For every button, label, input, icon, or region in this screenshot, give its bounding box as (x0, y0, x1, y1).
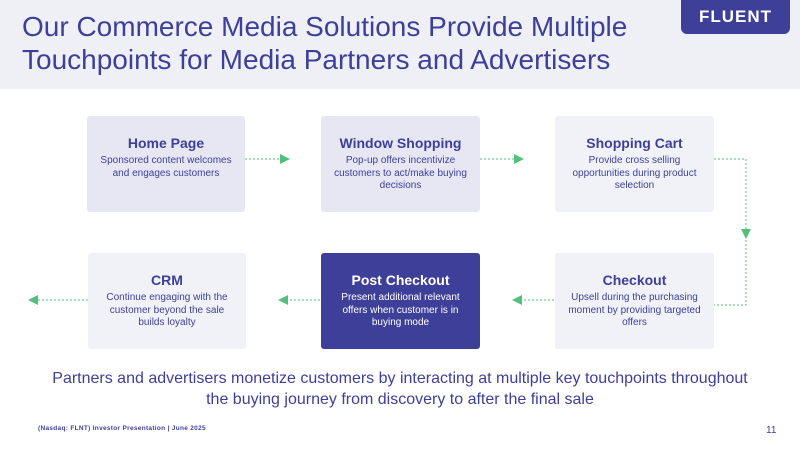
step-description: Sponsored content welcomes and engages c… (100, 155, 232, 179)
arrow-down-icon (741, 229, 751, 239)
step-title: Post Checkout (351, 272, 450, 288)
arrow-right-icon (514, 154, 524, 164)
header-band (0, 0, 800, 89)
step-description: Pop-up offers incentivize customers to a… (334, 155, 467, 191)
step-home-page: Home Page Sponsored content welcomes and… (87, 116, 245, 212)
arrow-right-icon (280, 154, 290, 164)
arrow-left-icon (28, 295, 38, 305)
page-number: 11 (766, 425, 777, 436)
step-checkout: Checkout Upsell during the purchasing mo… (555, 253, 714, 349)
step-title: Shopping Cart (586, 135, 683, 151)
page-title: Our Commerce Media Solutions Provide Mul… (22, 11, 628, 75)
arrow-left-icon (278, 295, 288, 305)
summary-text: Partners and advertisers monetize custom… (52, 370, 748, 408)
step-description: Upsell during the purchasing moment by p… (568, 292, 701, 328)
step-post-checkout: Post Checkout Present additional relevan… (321, 253, 480, 349)
step-title: Home Page (127, 135, 205, 151)
step-window-shopping: Window Shopping Pop-up offers incentiviz… (321, 116, 480, 212)
footer-text: (Nasdaq: FLNT) Investor Presentation | J… (38, 425, 206, 432)
step-description: Present additional relevant offers when … (341, 292, 460, 328)
step-description: Continue engaging with the customer beyo… (106, 292, 228, 328)
arrow-left-icon (512, 295, 522, 305)
fluent-logo: FLUENT (681, 0, 790, 34)
step-title: Window Shopping (339, 135, 462, 151)
connector-cart-checkout (714, 158, 747, 230)
step-crm: CRM Continue engaging with the customer … (88, 253, 246, 349)
step-title: CRM (151, 272, 183, 288)
step-description: Provide cross selling opportunities duri… (572, 155, 697, 191)
connector-checkout-right (714, 240, 747, 306)
step-shopping-cart: Shopping Cart Provide cross selling oppo… (555, 116, 714, 212)
step-title: Checkout (602, 272, 667, 288)
